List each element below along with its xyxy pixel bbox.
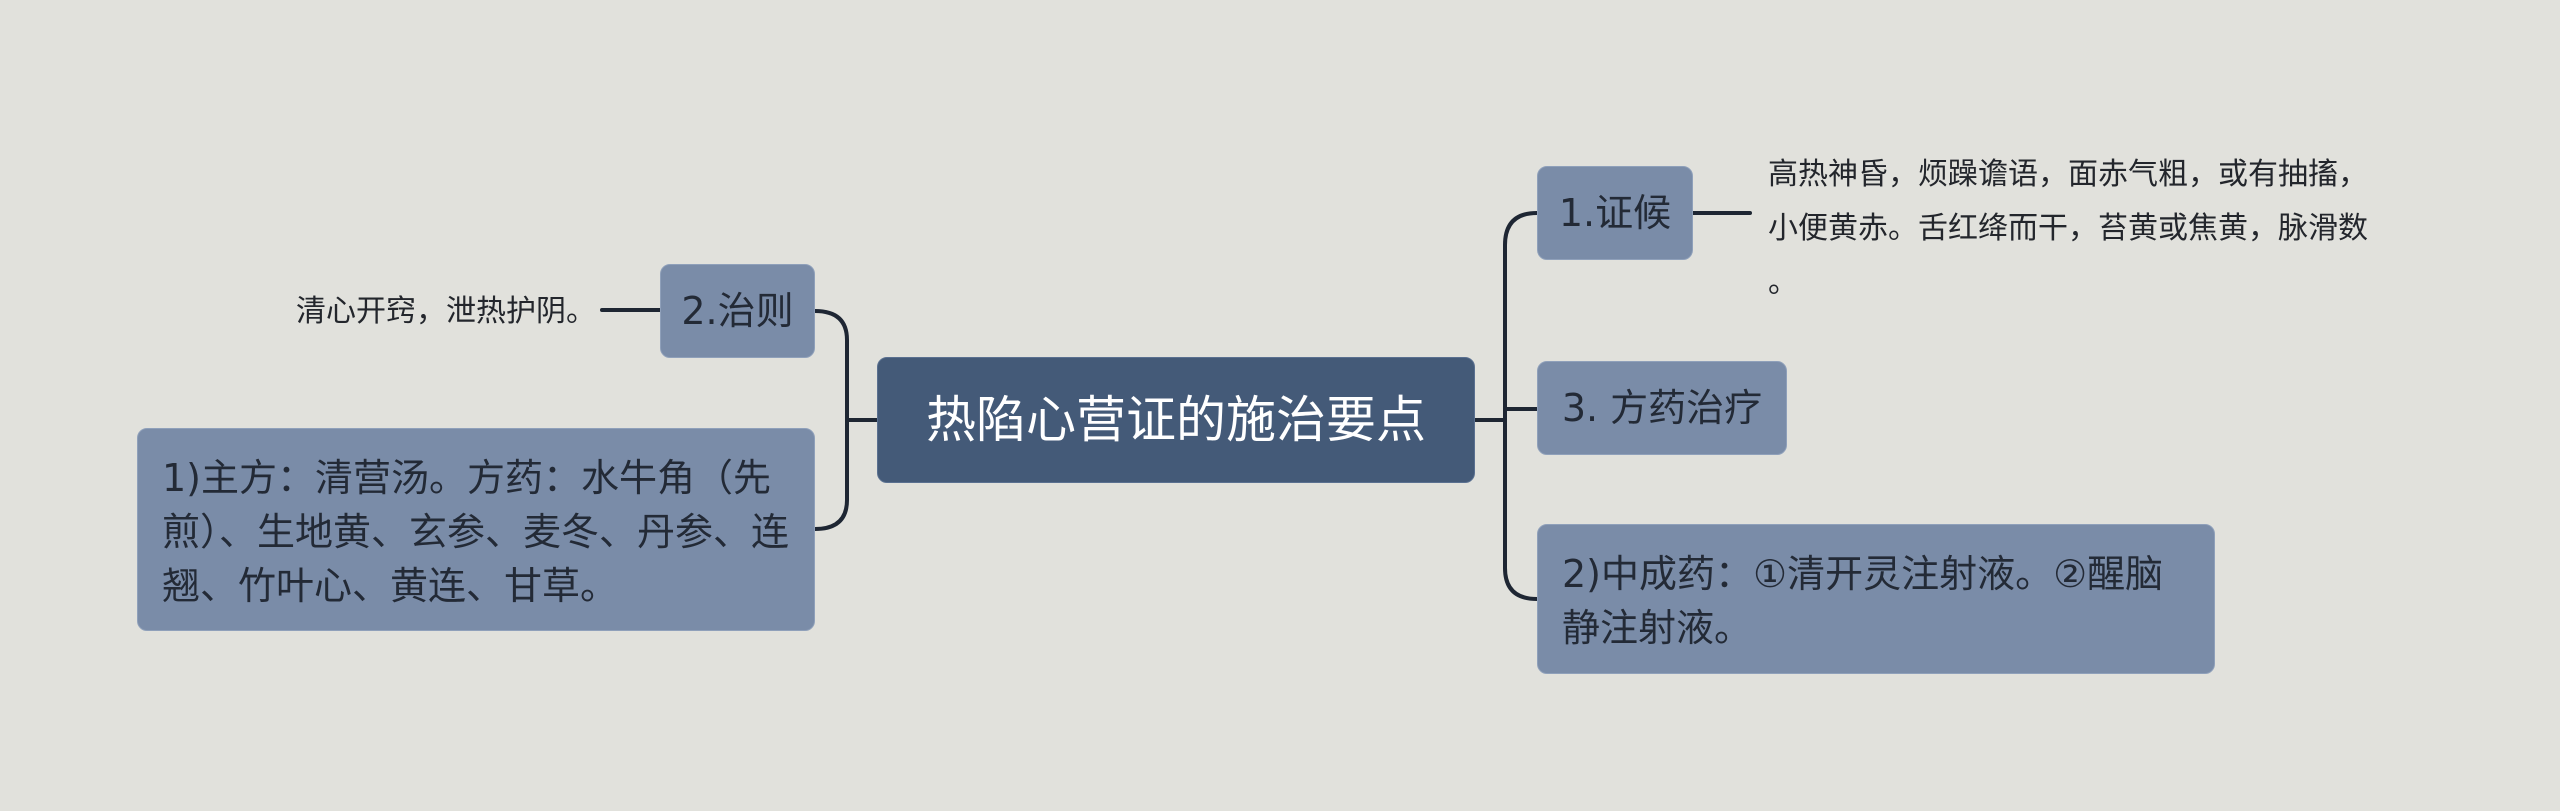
symptoms-note: 高热神昏，烦躁谵语，面赤气粗，或有抽搐， 小便黄赤。舌红绛而干，苔黄或焦黄，脉滑… [1768, 148, 2428, 310]
principle-note: 清心开窍，泄热护阴。 [296, 294, 596, 329]
principle-label: 2.治则 [681, 289, 794, 333]
symptoms-node[interactable]: 1.证候 [1537, 166, 1693, 260]
treatment-node[interactable]: 3. 方药治疗 [1537, 361, 1787, 455]
connector-left-branch [813, 309, 849, 531]
treatment-label: 3. 方药治疗 [1561, 386, 1763, 430]
main-formula-node[interactable]: 1)主方：清营汤。方药：水牛角（先煎）、生地黄、玄参、麦冬、丹参、连翘、竹叶心、… [137, 428, 815, 631]
symptoms-note-line: 。 [1768, 265, 1798, 300]
connector-right-branch [1503, 211, 1539, 601]
symptoms-note-line: 高热神昏，烦躁谵语，面赤气粗，或有抽搐， [1768, 157, 2368, 192]
root-topic[interactable]: 热陷心营证的施治要点 [877, 357, 1475, 483]
patent-medicine-text: 2)中成药：①清开灵注射液。②醒脑静注射液。 [1562, 552, 2164, 650]
symptoms-label: 1.证候 [1558, 191, 1672, 235]
symptoms-note-line: 小便黄赤。舌红绛而干，苔黄或焦黄，脉滑数 [1768, 211, 2368, 246]
main-formula-text: 1)主方：清营汤。方药：水牛角（先煎）、生地黄、玄参、麦冬、丹参、连翘、竹叶心、… [162, 456, 790, 608]
patent-medicine-node[interactable]: 2)中成药：①清开灵注射液。②醒脑静注射液。 [1537, 524, 2215, 674]
root-topic-label: 热陷心营证的施治要点 [926, 391, 1426, 449]
principle-node[interactable]: 2.治则 [660, 264, 815, 358]
